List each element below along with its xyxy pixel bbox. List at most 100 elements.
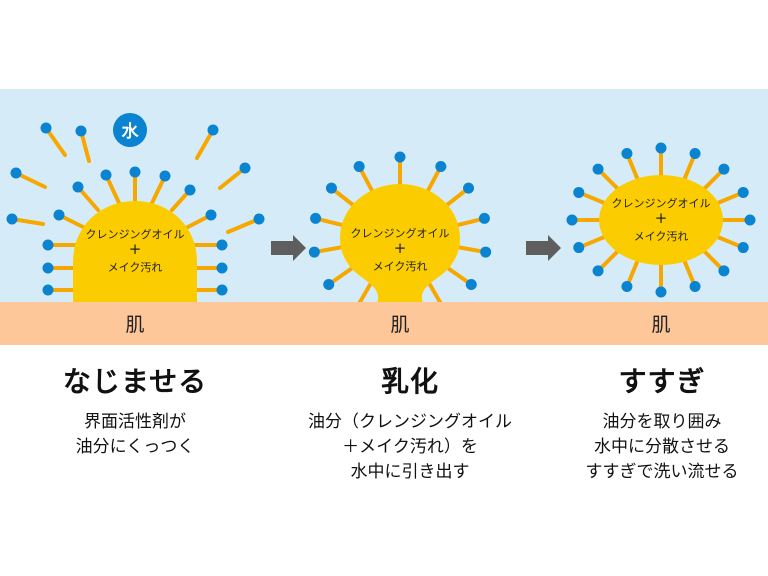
- surfactant-head: [129, 166, 141, 178]
- surfactant-molecule: [170, 184, 196, 212]
- step-title: 乳化: [380, 365, 439, 398]
- blob-line-oil: クレンジングオイル: [86, 227, 185, 241]
- panel-1-blob-label: クレンジングオイル + メイク汚れ: [86, 227, 185, 274]
- step-description: 界面活性剤が 油分にくっつく: [5, 410, 265, 460]
- surfactant-head: [207, 124, 219, 136]
- surfactant-molecule: [353, 160, 374, 193]
- surfactant-molecule: [573, 235, 606, 254]
- skin-layer: [0, 302, 768, 345]
- surfactant-molecule: [655, 263, 667, 298]
- right-arrow-icon: [271, 235, 306, 261]
- surfactant-head: [10, 167, 22, 179]
- surfactant-head: [655, 286, 667, 298]
- surfactant-molecule: [426, 160, 447, 193]
- surfactant-head: [239, 162, 251, 174]
- surfactant-head: [689, 281, 701, 293]
- surfactant-head: [159, 170, 171, 182]
- surfactant-head: [737, 242, 749, 254]
- desc-line: ＋メイク汚れ）を: [342, 437, 478, 457]
- step-rinse: すすぎ 油分を取り囲み 水中に分散させる すすぎで洗い流せる: [532, 362, 768, 485]
- surfactant-molecule: [682, 259, 701, 293]
- surfactant-molecule: [75, 125, 91, 163]
- desc-line: 油分（クレンジングオイル: [308, 412, 512, 432]
- surfactant-head: [737, 186, 749, 198]
- surfactant-molecule: [592, 249, 620, 277]
- surfactant-head: [435, 160, 447, 172]
- surfactant-head: [323, 278, 335, 290]
- surfactant-molecule: [192, 239, 228, 251]
- surfactant-head: [621, 147, 633, 159]
- surfactant-head: [744, 214, 756, 226]
- desc-line: 油分を取り囲み: [602, 412, 722, 432]
- free-surfactants: [6, 122, 265, 234]
- surfactant-head: [253, 213, 265, 225]
- surfactant-molecule: [310, 212, 344, 227]
- surfactant-molecule: [621, 259, 640, 293]
- surfactant-head: [325, 182, 337, 194]
- water-badge-label: 水: [122, 121, 140, 142]
- surfactant-molecule: [40, 122, 67, 157]
- blob-line-makeup: メイク汚れ: [108, 261, 163, 274]
- surfactant-molecule: [100, 169, 121, 205]
- step-emulsify: 乳化 油分（クレンジングオイル ＋メイク汚れ）を 水中に引き出す: [280, 362, 540, 485]
- surfactant-molecule: [218, 162, 251, 190]
- surfactant-head: [6, 213, 18, 225]
- blob-line-oil: クレンジングオイル: [612, 196, 711, 210]
- surfactant-molecule: [53, 209, 87, 230]
- surfactant-head: [566, 214, 578, 226]
- surfactant-head: [463, 182, 475, 194]
- surfactant-head: [42, 284, 54, 296]
- surfactant-molecule: [573, 186, 606, 205]
- blob-line-makeup: メイク汚れ: [373, 260, 428, 273]
- desc-line: 水中に分散させる: [594, 437, 730, 457]
- surfactant-molecule: [716, 186, 749, 205]
- surfactant-molecule: [192, 262, 228, 274]
- blob-line-plus: +: [655, 209, 668, 227]
- panel-1-oil-blob: [73, 201, 197, 303]
- surfactant-molecule: [457, 245, 492, 258]
- panel-3-oil-blob: [599, 175, 723, 265]
- surfactant-head: [592, 163, 604, 175]
- surfactant-head: [40, 122, 52, 134]
- surfactant-molecule: [445, 182, 475, 207]
- surfactant-head: [478, 212, 490, 224]
- water-badge: 水: [113, 113, 147, 147]
- desc-line: 油分にくっつく: [75, 437, 195, 457]
- panel-3-blob-label: クレンジングオイル + メイク汚れ: [612, 196, 711, 243]
- surfactant-molecule: [6, 213, 45, 226]
- blob-line-oil: クレンジングオイル: [351, 226, 450, 240]
- step-blend: なじませる 界面活性剤が 油分にくっつく: [5, 362, 265, 460]
- surfactant-head: [465, 278, 477, 290]
- surfactant-molecule: [42, 284, 78, 296]
- right-arrow-icon: [526, 235, 561, 261]
- surfactant-head: [42, 262, 54, 274]
- surfactant-molecule: [721, 214, 756, 226]
- surfactant-tail: [226, 217, 261, 234]
- surfactant-molecule: [716, 235, 749, 254]
- surfactant-molecule: [447, 266, 477, 290]
- desc-line: 水中に引き出す: [350, 462, 470, 482]
- panel-2-oil-blob: [340, 184, 460, 303]
- surfactant-molecule: [226, 213, 265, 234]
- panel-1-skin-label: 肌: [125, 314, 144, 336]
- surfactant-molecule: [702, 163, 730, 191]
- step-description: 油分（クレンジングオイル ＋メイク汚れ）を 水中に引き出す: [280, 410, 540, 485]
- surfactant-molecule: [10, 167, 47, 189]
- step-title: なじませる: [62, 365, 208, 398]
- surfactant-tail: [44, 126, 67, 157]
- surfactant-molecule: [323, 266, 353, 290]
- surfactant-molecule: [129, 166, 141, 203]
- surfactant-head: [353, 160, 365, 172]
- surfactant-molecule: [394, 151, 406, 186]
- surfactant-head: [655, 142, 667, 154]
- surfactant-molecule: [566, 214, 601, 226]
- step-title: すすぎ: [618, 365, 706, 398]
- surfactant-head: [216, 239, 228, 251]
- surfactant-head: [216, 284, 228, 296]
- surfactant-molecule: [72, 181, 100, 212]
- surfactant-head: [592, 265, 604, 277]
- blob-line-makeup: メイク汚れ: [634, 230, 689, 243]
- surfactant-head: [308, 246, 320, 258]
- surfactant-molecule: [592, 163, 620, 191]
